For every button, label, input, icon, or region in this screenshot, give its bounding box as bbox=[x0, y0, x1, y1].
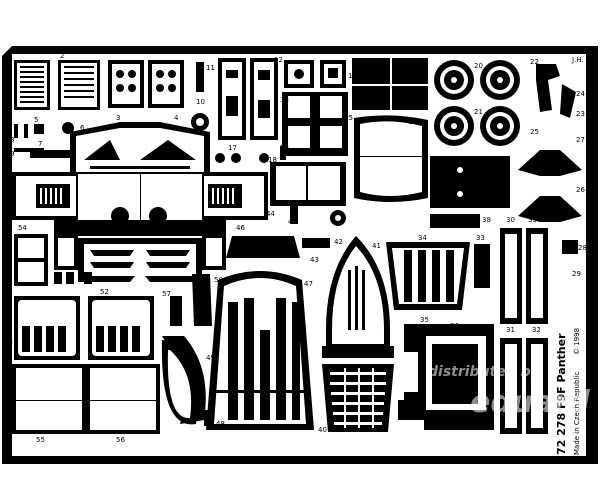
product-text-group: 72 278 F9F Panther Made in Czech Republi… bbox=[555, 328, 581, 455]
part-group-consoles bbox=[270, 60, 348, 226]
part-number-39: 39 bbox=[528, 216, 537, 224]
part-number-7: 7 bbox=[38, 140, 42, 148]
part-number-23: 23 bbox=[576, 110, 585, 118]
part-number-20: 20 bbox=[474, 62, 483, 70]
part-number-25: 25 bbox=[530, 128, 539, 136]
part-number-37: 37 bbox=[398, 408, 407, 416]
fret-corner-notch bbox=[2, 46, 12, 56]
product-code: 72 278 bbox=[555, 413, 568, 455]
part-number-30: 30 bbox=[506, 216, 515, 224]
part-number-40: 40 bbox=[318, 426, 327, 434]
part-number-16: 16 bbox=[280, 144, 289, 152]
part-number-44: 44 bbox=[266, 210, 275, 218]
part-group-small-brackets bbox=[14, 113, 286, 163]
part-number-26: 26 bbox=[576, 186, 585, 194]
part-group-seat bbox=[322, 236, 394, 432]
part-number-9: 9 bbox=[10, 150, 14, 158]
part-number-3: 3 bbox=[116, 114, 120, 122]
part-number-35: 35 bbox=[420, 316, 429, 324]
part-number-1: 1 bbox=[6, 66, 10, 74]
part-number-31: 31 bbox=[506, 326, 515, 334]
part-number-43: 43 bbox=[310, 256, 319, 264]
part-group-cockpit-tub bbox=[12, 122, 268, 282]
part-number-12: 12 bbox=[274, 56, 283, 64]
part-number-54: 54 bbox=[18, 224, 27, 232]
part-number-41: 41 bbox=[372, 242, 381, 250]
part-number-56: 56 bbox=[116, 436, 125, 444]
part-number-17: 17 bbox=[228, 144, 237, 152]
part-number-11: 11 bbox=[206, 64, 215, 72]
part-number-45: 45 bbox=[288, 218, 297, 226]
part-number-57: 57 bbox=[162, 290, 171, 298]
part-group-bottom-panels bbox=[12, 364, 160, 434]
part-number-42: 42 bbox=[334, 238, 343, 246]
part-number-51: 51 bbox=[174, 300, 183, 308]
part-number-13: 13 bbox=[280, 96, 289, 104]
part-number-38: 38 bbox=[482, 216, 491, 224]
watermark-line1: distributed by bbox=[428, 364, 541, 380]
part-number-18: 18 bbox=[268, 156, 277, 164]
designer-initials: J.H. bbox=[571, 56, 584, 64]
part-number-2: 2 bbox=[60, 52, 64, 60]
part-number-53: 53 bbox=[4, 338, 13, 346]
part-group-cushions bbox=[14, 296, 154, 360]
part-number-52: 52 bbox=[100, 288, 109, 296]
part-number-28: 28 bbox=[578, 244, 587, 252]
part-group-wheels bbox=[434, 60, 520, 146]
part-number-58: 58 bbox=[92, 276, 101, 284]
part-number-4: 4 bbox=[174, 114, 179, 122]
part-number-48: 48 bbox=[216, 420, 225, 428]
part-number-15: 15 bbox=[344, 114, 353, 122]
part-number-5: 5 bbox=[34, 116, 38, 124]
part-number-14: 14 bbox=[348, 72, 357, 80]
part-number-27: 27 bbox=[576, 136, 585, 144]
product-title: F9F Panther bbox=[555, 333, 568, 409]
part-number-46: 46 bbox=[236, 224, 245, 232]
origin-line: Made in Czech Republic bbox=[573, 372, 581, 455]
part-number-49: 49 bbox=[206, 354, 215, 362]
part-group-36 bbox=[404, 324, 494, 430]
part-number-34: 34 bbox=[418, 234, 427, 242]
part-group-strips bbox=[430, 214, 548, 434]
part-number-50: 50 bbox=[214, 276, 223, 284]
part-number-33: 33 bbox=[476, 234, 485, 242]
part-group-instrument-panels bbox=[14, 58, 278, 140]
part-group-louvre bbox=[386, 242, 490, 310]
part-number-22: 22 bbox=[530, 58, 539, 66]
part-number-55: 55 bbox=[36, 436, 45, 444]
part-number-10: 10 bbox=[196, 98, 205, 106]
copyright-line: © 1998 bbox=[573, 328, 581, 355]
part-group-canopy bbox=[352, 58, 428, 202]
part-number-19: 19 bbox=[408, 118, 417, 126]
part-number-29: 29 bbox=[572, 270, 581, 278]
part-number-21: 21 bbox=[474, 108, 483, 116]
part-number-47: 47 bbox=[304, 280, 313, 288]
part-number-24: 24 bbox=[576, 90, 585, 98]
watermark-line2: eduard bbox=[470, 385, 590, 420]
part-group-floor bbox=[206, 271, 314, 430]
part-group-gear-parts bbox=[430, 64, 582, 254]
part-number-32: 32 bbox=[532, 326, 541, 334]
part-number-8: 8 bbox=[10, 136, 14, 144]
part-number-6: 6 bbox=[80, 124, 85, 132]
part-number-36: 36 bbox=[450, 322, 459, 330]
